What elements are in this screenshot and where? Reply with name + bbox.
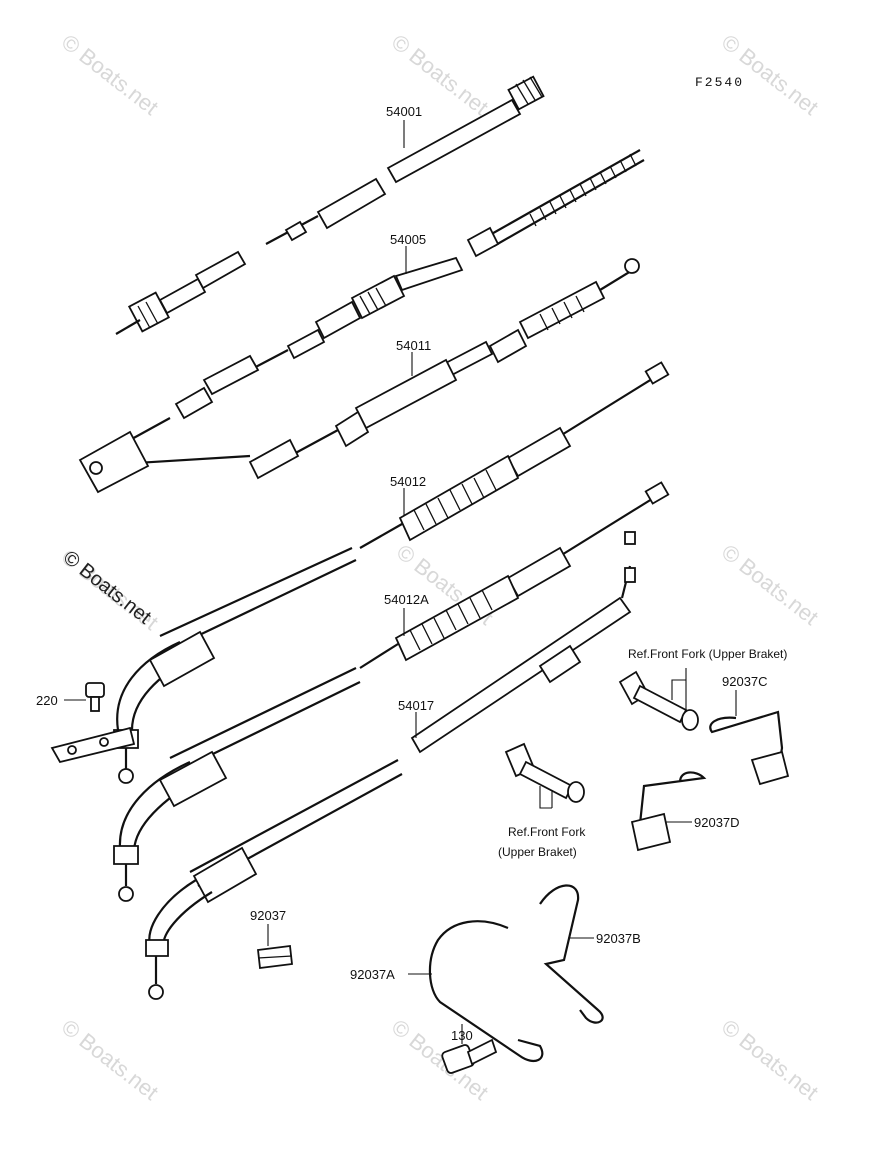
watermark-layer: © Boats.net © Boats.net © Boats.net © Bo…	[57, 29, 823, 1105]
part-label-54017: 54017	[398, 698, 434, 713]
part-labels: 54001 54005 54011 54012 54012A 54017 220…	[36, 104, 768, 1043]
clamp-92037A	[428, 920, 544, 1063]
part-label-220: 220	[36, 693, 58, 708]
part-label-54001: 54001	[386, 104, 422, 119]
part-label-54012A: 54012A	[384, 592, 429, 607]
ref-bolt-upper	[618, 670, 699, 731]
diagram-code: F2540	[695, 75, 744, 90]
ref-upper-bracket-label: Ref.Front Fork (Upper Braket)	[628, 647, 787, 661]
overlay-watermark: © Boats.net	[59, 547, 155, 629]
clamp-92037C	[709, 710, 790, 786]
clamp-92037B	[539, 884, 604, 1024]
part-label-92037A: 92037A	[350, 967, 395, 982]
watermark: © Boats.net	[57, 29, 163, 120]
part-label-54012: 54012	[390, 474, 426, 489]
part-label-92037: 92037	[250, 908, 286, 923]
bolt-130	[441, 1038, 498, 1074]
ref-bolt-lower	[504, 742, 585, 803]
clamp-92037	[257, 944, 293, 970]
cable-lower	[145, 759, 403, 1000]
cable-54011	[78, 258, 640, 494]
watermark: © Boats.net	[717, 1014, 823, 1105]
part-label-92037C: 92037C	[722, 674, 768, 689]
bolt-220	[85, 682, 105, 712]
cable-54017	[410, 531, 636, 754]
cable-54012	[50, 361, 670, 784]
part-label-92037B: 92037B	[596, 931, 641, 946]
part-label-92037D: 92037D	[694, 815, 740, 830]
part-label-54005: 54005	[390, 232, 426, 247]
cable-54001	[115, 75, 545, 335]
reference-labels: Ref.Front Fork (Upper Braket) Ref.Front …	[498, 647, 787, 859]
watermark: © Boats.net	[717, 539, 823, 630]
leader-lines	[64, 120, 737, 1044]
cable-54012A	[113, 481, 670, 902]
part-label-54011: 54011	[396, 338, 431, 353]
ref-front-fork-label: Ref.Front Fork	[508, 825, 586, 839]
cable-54005	[174, 149, 645, 420]
clamp-92037D	[630, 771, 707, 852]
part-label-130: 130	[451, 1028, 473, 1043]
ref-upper-bracket-label-lower: (Upper Braket)	[498, 845, 577, 859]
watermark: © Boats.net	[57, 1014, 163, 1105]
